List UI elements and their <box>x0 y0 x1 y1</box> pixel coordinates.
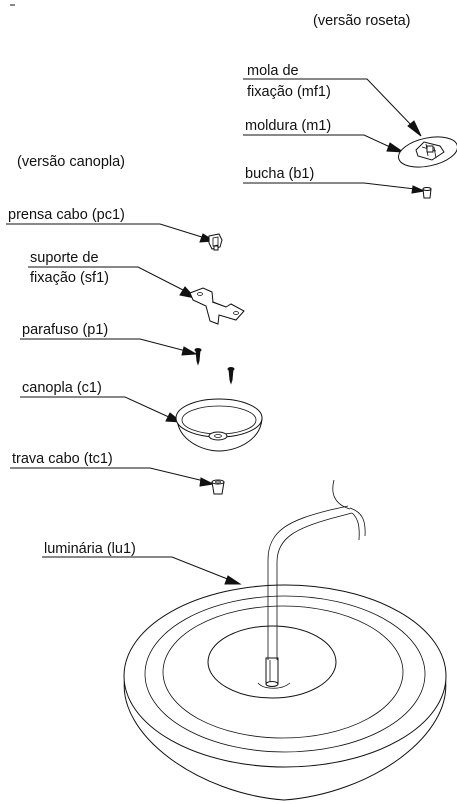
canopla-part <box>175 398 263 452</box>
label-parafuso: parafuso (p1) <box>20 322 198 356</box>
label-trava-cabo: trava cabo (tc1) <box>10 451 215 487</box>
mola-de-fixacao-part <box>415 141 445 161</box>
label-prensa-cabo: prensa cabo (pc1) <box>6 207 216 243</box>
svg-text:mola de: mola de <box>247 63 299 79</box>
label-bucha: bucha (b1) <box>243 166 426 194</box>
variant-roseta-heading: (versão roseta) <box>313 13 411 29</box>
label-luminaria: luminária (lu1) <box>42 541 242 585</box>
svg-text:canopla (c1): canopla (c1) <box>22 380 102 396</box>
svg-text:prensa cabo (pc1): prensa cabo (pc1) <box>8 207 125 223</box>
luminaria-part <box>123 479 447 801</box>
svg-text:parafuso (p1): parafuso (p1) <box>22 322 108 338</box>
trava-cabo-part <box>211 479 225 495</box>
label-mola-de-fixacao: mola de fixação (mf1) <box>243 63 422 137</box>
label-moldura: moldura (m1) <box>243 118 405 153</box>
prensa-cabo-part <box>208 233 223 251</box>
suporte-de-fixacao-part <box>189 287 245 325</box>
svg-text:trava cabo (tc1): trava cabo (tc1) <box>12 451 113 467</box>
svg-text:suporte de: suporte de <box>30 250 99 266</box>
variant-canopla-heading: (versão canopla) <box>17 154 125 170</box>
parafuso-part-1 <box>194 348 202 366</box>
bucha-part <box>422 187 432 199</box>
svg-text:fixação (mf1): fixação (mf1) <box>247 84 331 100</box>
parafuso-part-2 <box>227 367 235 385</box>
label-suporte-de-fixacao: suporte de fixação (sf1) <box>28 250 197 299</box>
label-canopla: canopla (c1) <box>20 380 183 423</box>
svg-text:moldura (m1): moldura (m1) <box>245 118 331 134</box>
svg-text:bucha (b1): bucha (b1) <box>245 166 314 182</box>
svg-text:fixação (sf1): fixação (sf1) <box>30 270 109 286</box>
svg-text:luminária (lu1): luminária (lu1) <box>44 541 136 557</box>
